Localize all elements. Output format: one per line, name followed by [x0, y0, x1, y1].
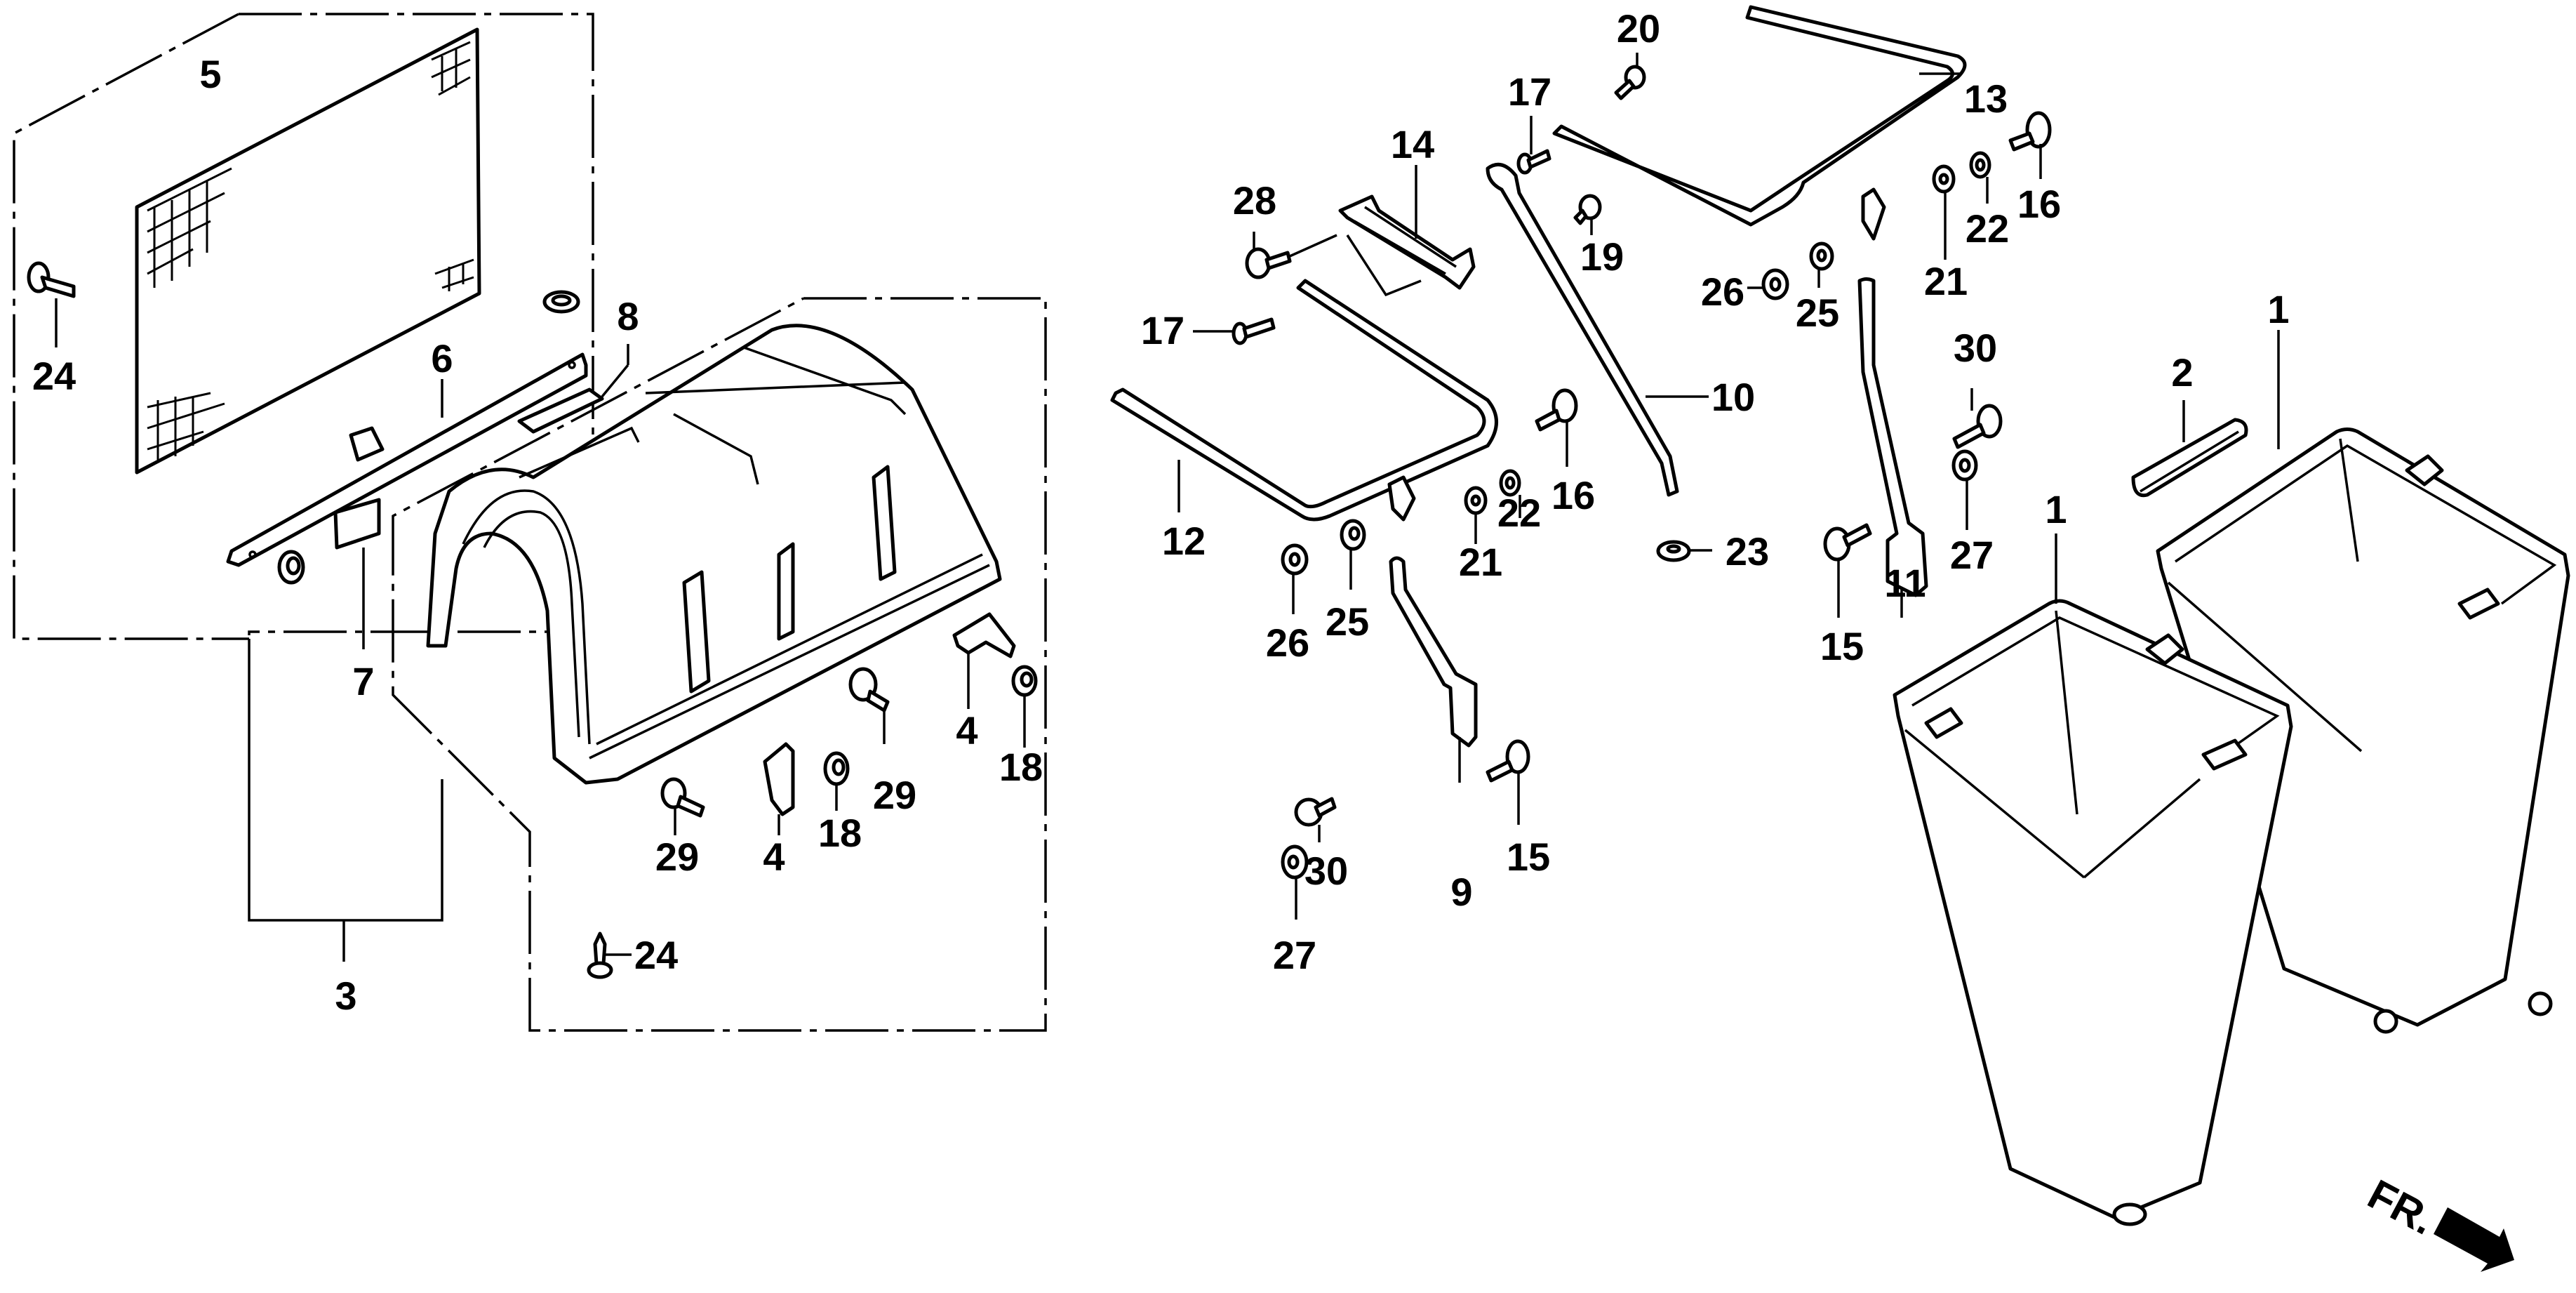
washer-part-21-left — [1464, 486, 1488, 515]
bolt-part-30-right — [1952, 404, 2003, 449]
callout-20: 20 — [1617, 6, 1660, 51]
callout-18-right: 18 — [999, 745, 1043, 789]
nut-part-26-right — [1761, 268, 1789, 300]
nut-part-27-left — [1281, 844, 1309, 880]
rod-part-11 — [1857, 277, 1928, 597]
screw-part-17-left — [1232, 317, 1276, 345]
clip-part-24-lower — [587, 931, 613, 979]
bolt-part-16-right — [2008, 111, 2052, 152]
callout-12: 12 — [1162, 519, 1206, 563]
clip-part-24-upper — [27, 261, 76, 298]
callout-4-right: 4 — [956, 708, 977, 752]
callout-10: 10 — [1711, 375, 1755, 419]
callout-19: 19 — [1580, 234, 1624, 279]
nut-part-26-left — [1281, 543, 1309, 576]
callout-9: 9 — [1450, 870, 1472, 914]
bag-frame-part-13 — [1552, 5, 1967, 227]
bolt-part-29-right — [848, 667, 890, 712]
bolt-part-16-left — [1535, 388, 1578, 432]
lock-washer-part-22-right — [1969, 151, 1991, 179]
front-direction-indicator: FR. — [2361, 1170, 2514, 1272]
callout-24-upper: 24 — [32, 354, 76, 398]
callout-24-lower: 24 — [634, 933, 678, 977]
callout-2: 2 — [2171, 350, 2193, 394]
callout-3: 3 — [335, 974, 356, 1018]
rod-part-9 — [1389, 556, 1478, 748]
callout-21-right: 21 — [1924, 259, 1968, 303]
callout-21-left: 21 — [1459, 540, 1502, 584]
callout-29-left: 29 — [655, 835, 699, 879]
pin-part-19 — [1573, 194, 1602, 225]
callout-29-right: 29 — [873, 773, 916, 817]
bolt-part-30-left — [1294, 797, 1337, 827]
nut-part-18-left — [823, 751, 850, 786]
callout-11: 11 — [1884, 561, 1926, 605]
callout-13: 13 — [1964, 77, 2008, 121]
callout-17-left: 17 — [1141, 308, 1184, 352]
callout-27-right: 27 — [1950, 533, 1994, 577]
pin-part-20 — [1614, 65, 1646, 100]
washer-part-21-right — [1932, 164, 1956, 194]
callout-labels: 5 24 6 8 7 3 4 18 29 18 4 29 24 28 14 17… — [32, 6, 2290, 1018]
bracket-part-4-left — [763, 742, 795, 816]
nut-part-25-right — [1809, 241, 1834, 271]
bag-frame-part-12 — [1110, 279, 1498, 522]
assembly-bracket-3 — [248, 639, 443, 922]
callout-25-right: 25 — [1796, 291, 1839, 335]
support-arm-part-10 — [1486, 162, 1679, 497]
nut-part-27-right — [1951, 449, 1978, 482]
callout-18-left: 18 — [818, 811, 862, 855]
hinge-part-14 — [1338, 194, 1476, 290]
callout-28: 28 — [1233, 178, 1276, 223]
screw-part-17-right — [1516, 149, 1551, 175]
grass-bag-part-1-front — [1893, 599, 2293, 1226]
callout-22-right: 22 — [1966, 206, 2009, 251]
label-part-8 — [517, 387, 604, 434]
label-part-7 — [333, 498, 381, 550]
callout-15-left: 15 — [1507, 835, 1550, 879]
callout-8: 8 — [617, 294, 639, 338]
callout-15-right: 15 — [1820, 624, 1864, 668]
bag-cover-body — [426, 324, 1002, 785]
callout-1-rear: 1 — [2267, 287, 2289, 331]
callout-30-right: 30 — [1954, 326, 1997, 370]
handle-grip-part-2 — [2131, 418, 2248, 498]
bolt-part-15-left — [1486, 739, 1530, 783]
grommet-top — [542, 290, 580, 314]
cover-group-outline — [392, 297, 1047, 1032]
grommet-part-23 — [1656, 540, 1691, 562]
nut-part-25-left — [1340, 519, 1366, 551]
callout-23: 23 — [1726, 529, 1769, 573]
callout-25-left: 25 — [1326, 599, 1369, 644]
callout-14: 14 — [1391, 122, 1434, 166]
callout-16-right: 16 — [2017, 182, 2061, 226]
mesh-screen-part-5 — [135, 27, 481, 475]
arrow-right-down-icon — [2434, 1207, 2514, 1272]
callout-26-right: 26 — [1701, 270, 1744, 314]
callout-1-front: 1 — [2045, 487, 2067, 531]
bolt-part-15-right — [1823, 523, 1872, 562]
latch-13 — [1861, 187, 1886, 241]
bolt-part-28 — [1245, 247, 1292, 279]
bolt-part-29-left — [660, 777, 705, 818]
grommet-lower-left — [277, 550, 305, 585]
callout-26-left: 26 — [1266, 621, 1309, 665]
bracket-part-4-right — [952, 612, 1016, 658]
callout-5: 5 — [199, 52, 221, 96]
lock-washer-part-22-left — [1499, 469, 1521, 497]
callout-22-left: 22 — [1497, 491, 1541, 535]
callout-16-left: 16 — [1551, 473, 1595, 517]
nut-part-18-right — [1011, 665, 1038, 697]
callout-4-left: 4 — [763, 835, 785, 879]
callout-7: 7 — [352, 659, 374, 703]
callout-17-right: 17 — [1508, 69, 1551, 114]
front-direction-label: FR. — [2361, 1170, 2443, 1244]
callout-30-left: 30 — [1304, 849, 1348, 893]
callout-27-left: 27 — [1273, 933, 1316, 977]
frame-rail-part-6 — [226, 352, 588, 567]
latch-12 — [1387, 475, 1416, 522]
callout-6: 6 — [431, 336, 453, 380]
